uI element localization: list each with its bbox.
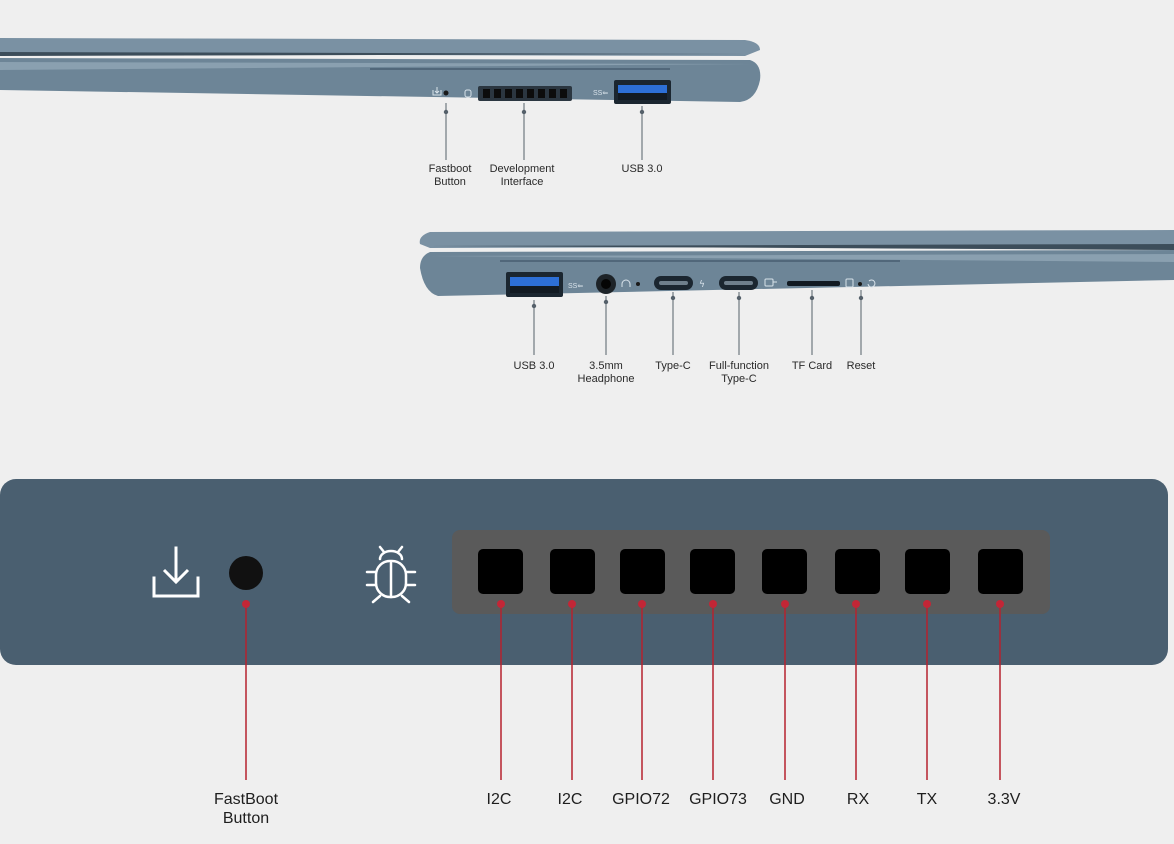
pin-i2c-2 bbox=[550, 549, 595, 594]
usb-port-top bbox=[614, 80, 671, 104]
laptop-side-views: SS⇐ SS⇐ ϟ bbox=[0, 38, 1174, 355]
label-pin-3v3: 3.3V bbox=[987, 791, 1021, 808]
pin-tx bbox=[905, 549, 950, 594]
label-pin-gnd: GND bbox=[769, 791, 805, 808]
lightning-icon: ϟ bbox=[699, 280, 705, 290]
label-pin-i2c-1: I2C bbox=[486, 791, 512, 808]
label-tf-card: TF Card bbox=[791, 360, 833, 372]
label-usb-3-top: USB 3.0 bbox=[621, 163, 663, 175]
download-small-icon bbox=[432, 87, 442, 96]
laptop-bottom-side-view: SS⇐ ϟ bbox=[419, 230, 1174, 297]
fastboot-hole bbox=[443, 90, 449, 96]
label-usb-3-bottom: USB 3.0 bbox=[513, 360, 555, 372]
pin-rx bbox=[835, 549, 880, 594]
tf-card-slot bbox=[787, 281, 840, 286]
bug-small-icon bbox=[464, 89, 472, 98]
bug-icon bbox=[365, 545, 417, 604]
label-pin-gpio72: GPIO72 bbox=[612, 791, 670, 808]
label-type-c: Type-C bbox=[655, 360, 691, 372]
usb-ss-icon: SS⇐ bbox=[593, 90, 608, 97]
pin-3v3 bbox=[978, 549, 1023, 594]
pin-gnd bbox=[762, 549, 807, 594]
pin-gpio72 bbox=[620, 549, 665, 594]
label-pin-i2c-2: I2C bbox=[557, 791, 583, 808]
label-pin-tx: TX bbox=[916, 791, 938, 808]
label-pin-gpio73: GPIO73 bbox=[689, 791, 747, 808]
label-pin-rx: RX bbox=[846, 791, 870, 808]
download-tray-icon bbox=[152, 546, 200, 598]
pin-i2c-1 bbox=[478, 549, 523, 594]
headphone-icon bbox=[621, 279, 631, 287]
sd-card-icon bbox=[845, 278, 854, 288]
fastboot-button-hole bbox=[229, 556, 263, 590]
display-port-icon bbox=[764, 278, 777, 287]
pin-gpio73 bbox=[690, 549, 735, 594]
development-interface-port bbox=[478, 86, 572, 101]
usb-port-bottom bbox=[506, 272, 563, 297]
usb-ss-icon-bottom: SS⇐ bbox=[568, 283, 583, 290]
reset-hole bbox=[858, 282, 862, 286]
label-reset: Reset bbox=[846, 360, 876, 372]
reset-icon bbox=[867, 279, 876, 288]
laptop-top-side-view: SS⇐ bbox=[0, 38, 761, 104]
bottom-leader-lines bbox=[533, 290, 862, 355]
